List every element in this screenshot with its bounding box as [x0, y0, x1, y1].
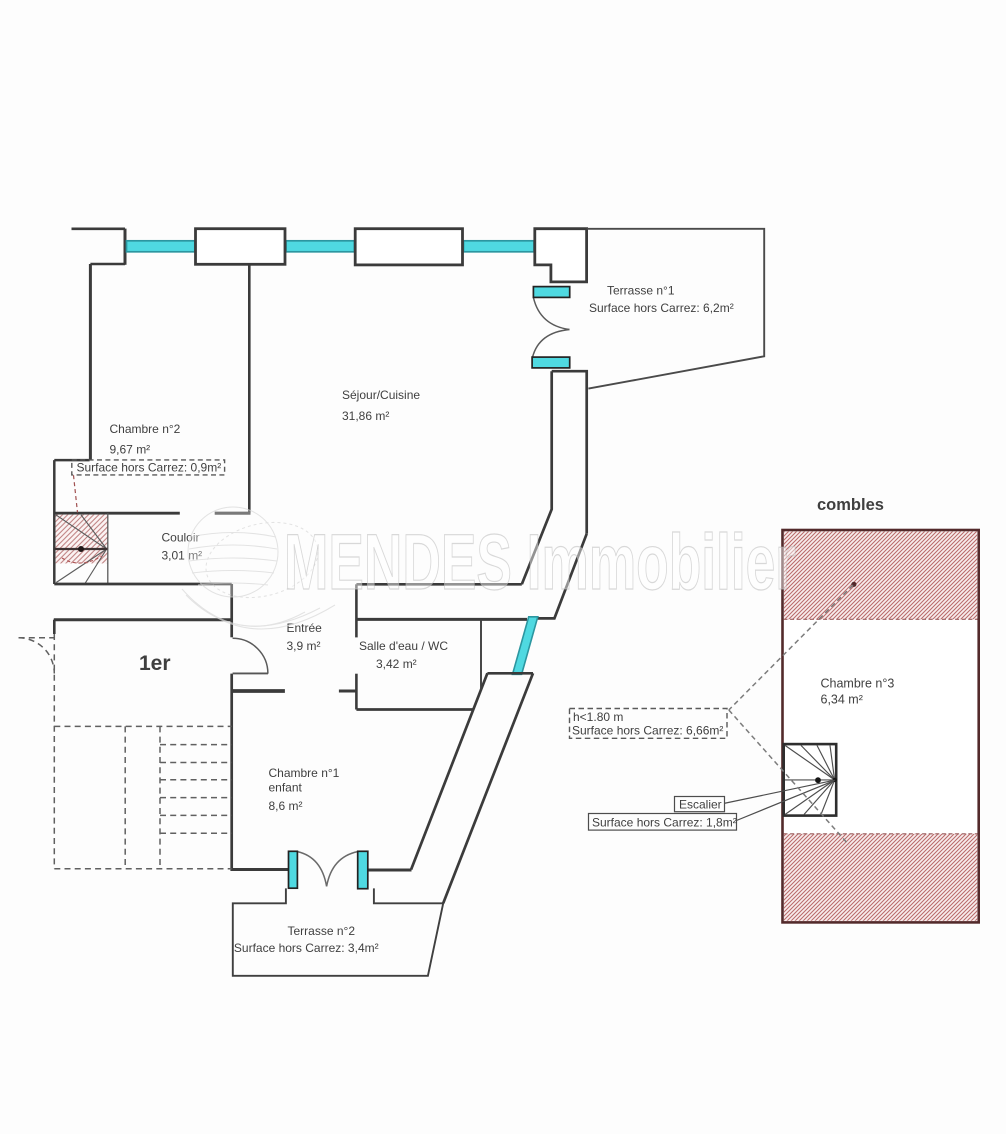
svg-text:Séjour/Cuisine: Séjour/Cuisine: [342, 388, 420, 402]
svg-text:3,9 m²: 3,9 m²: [287, 639, 321, 653]
svg-text:Terrasse n°2: Terrasse n°2: [288, 924, 356, 938]
svg-text:Couloir: Couloir: [162, 531, 200, 545]
svg-text:h<1.80 m: h<1.80 m: [573, 710, 623, 724]
svg-text:enfant: enfant: [269, 781, 303, 795]
svg-text:Surface hors Carrez: 6,66m²: Surface hors Carrez: 6,66m²: [572, 724, 723, 738]
svg-text:Surface hors Carrez: 1,8m²: Surface hors Carrez: 1,8m²: [592, 816, 737, 830]
svg-text:Chambre n°3: Chambre n°3: [821, 677, 895, 691]
svg-text:Surface hors Carrez: 3,4m²: Surface hors Carrez: 3,4m²: [234, 941, 379, 955]
svg-text:3,01 m²: 3,01 m²: [162, 549, 203, 563]
svg-text:MENDES Immobilier: MENDES Immobilier: [284, 517, 796, 606]
svg-text:Surface hors Carrez: 6,2m²: Surface hors Carrez: 6,2m²: [589, 301, 734, 315]
svg-text:8,6 m²: 8,6 m²: [269, 799, 303, 813]
svg-text:31,86 m²: 31,86 m²: [342, 409, 389, 423]
svg-text:Salle d'eau / WC: Salle d'eau / WC: [359, 639, 448, 653]
svg-text:Terrasse n°1: Terrasse n°1: [607, 284, 675, 298]
svg-text:combles: combles: [817, 496, 884, 514]
svg-text:Surface hors Carrez: 0,9m²: Surface hors Carrez: 0,9m²: [77, 461, 222, 475]
svg-text:6,34 m²: 6,34 m²: [821, 693, 863, 707]
svg-text:Chambre n°2: Chambre n°2: [110, 422, 181, 436]
svg-text:1er: 1er: [139, 652, 171, 675]
svg-text:9,67 m²: 9,67 m²: [110, 443, 151, 457]
svg-text:3,42 m²: 3,42 m²: [376, 657, 417, 671]
svg-text:Entrée: Entrée: [287, 621, 323, 635]
svg-text:Escalier: Escalier: [679, 798, 722, 812]
svg-text:Chambre n°1: Chambre n°1: [269, 766, 340, 780]
